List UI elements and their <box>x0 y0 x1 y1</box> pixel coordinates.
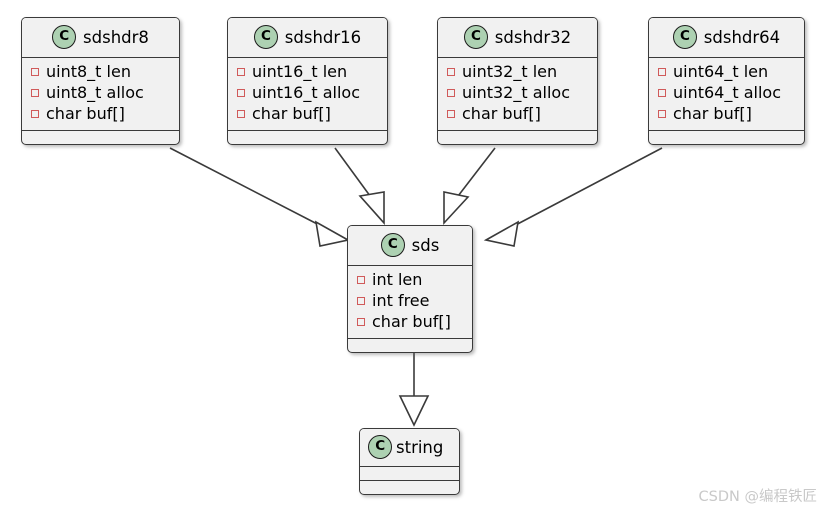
class-node-sdshdr8[interactable]: C sdshdr8 uint8_t len uint8_t alloc char… <box>21 17 180 145</box>
class-node-sdshdr32[interactable]: C sdshdr32 uint32_t len uint32_t alloc c… <box>437 17 598 145</box>
private-visibility-icon <box>357 297 365 306</box>
attributes-compartment: uint32_t len uint32_t alloc char buf[] <box>438 58 597 130</box>
private-visibility-icon <box>31 89 39 98</box>
class-node-sdshdr64[interactable]: C sdshdr64 uint64_t len uint64_t alloc c… <box>648 17 805 145</box>
class-header: C sdshdr8 <box>22 18 179 57</box>
private-visibility-icon <box>31 68 39 77</box>
class-node-sds[interactable]: C sds int len int free char buf[] <box>347 225 473 353</box>
compartment-divider <box>228 129 387 131</box>
edge-sdshdr64-to-sds <box>483 147 663 247</box>
attribute-row: uint64_t alloc <box>649 83 804 104</box>
compartment-divider <box>348 265 472 266</box>
private-visibility-icon <box>237 89 245 98</box>
attribute-row: char buf[] <box>649 104 804 125</box>
methods-compartment <box>438 131 597 144</box>
class-header: C sdshdr16 <box>228 18 387 57</box>
edge-sdshdr32-to-sds <box>443 147 496 226</box>
private-visibility-icon <box>31 110 39 119</box>
methods-compartment <box>22 131 179 144</box>
compartment-divider <box>22 57 179 58</box>
class-node-string[interactable]: C string <box>359 428 460 495</box>
attribute-label: uint8_t alloc <box>46 82 144 102</box>
attribute-row: int len <box>348 270 472 291</box>
private-visibility-icon <box>658 110 666 119</box>
class-name-label: sds <box>411 235 440 255</box>
attribute-row: char buf[] <box>438 104 597 125</box>
attribute-label: char buf[] <box>252 103 331 123</box>
private-visibility-icon <box>237 110 245 119</box>
attribute-label: uint64_t len <box>673 62 769 81</box>
attribute-label: char buf[] <box>46 103 125 123</box>
attribute-row: uint16_t len <box>228 62 387 83</box>
attribute-row: int free <box>348 291 472 312</box>
class-header: C sds <box>348 226 472 265</box>
attribute-row: uint64_t len <box>649 62 804 83</box>
attributes-compartment: uint16_t len uint16_t alloc char buf[] <box>228 58 387 130</box>
class-name-label: sdshdr64 <box>703 27 781 47</box>
class-header: C string <box>360 429 459 466</box>
attribute-label: uint64_t alloc <box>673 82 781 102</box>
attribute-row: uint8_t len <box>22 62 179 83</box>
class-stereotype-icon: C <box>253 25 278 49</box>
methods-compartment <box>360 481 459 494</box>
attribute-label: int free <box>372 290 430 310</box>
attribute-label: uint8_t len <box>46 62 131 81</box>
attributes-compartment: int len int free char buf[] <box>348 266 472 338</box>
class-name-label: sdshdr8 <box>83 27 149 47</box>
class-stereotype-icon: C <box>368 435 392 459</box>
attributes-compartment <box>360 467 459 480</box>
attribute-label: char buf[] <box>673 103 752 123</box>
private-visibility-icon <box>237 68 245 77</box>
compartment-divider <box>228 57 387 58</box>
private-visibility-icon <box>357 276 365 285</box>
class-stereotype-icon: C <box>672 25 697 49</box>
class-name-label: string <box>396 437 444 457</box>
class-stereotype-icon: C <box>380 233 405 257</box>
attribute-label: uint32_t len <box>462 62 558 81</box>
attribute-label: uint16_t len <box>252 62 348 81</box>
attribute-label: int len <box>372 270 423 289</box>
class-header: C sdshdr32 <box>438 18 597 57</box>
attribute-row: uint32_t len <box>438 62 597 83</box>
methods-compartment <box>649 131 804 144</box>
methods-compartment <box>348 339 472 352</box>
compartment-divider <box>649 129 804 131</box>
attribute-label: char buf[] <box>462 103 541 123</box>
attribute-label: uint32_t alloc <box>462 82 570 102</box>
class-name-label: sdshdr16 <box>284 27 362 47</box>
edge-sdshdr8-to-sds <box>169 147 351 247</box>
attribute-label: char buf[] <box>372 311 451 331</box>
attributes-compartment: uint64_t len uint64_t alloc char buf[] <box>649 58 804 130</box>
private-visibility-icon <box>447 68 455 77</box>
edge-sds-to-string <box>398 348 430 427</box>
private-visibility-icon <box>658 68 666 77</box>
private-visibility-icon <box>357 318 365 327</box>
compartment-divider <box>438 129 597 131</box>
compartment-divider <box>348 337 472 339</box>
attributes-compartment: uint8_t len uint8_t alloc char buf[] <box>22 58 179 130</box>
watermark-label: CSDN @编程铁匠 <box>698 489 817 505</box>
attribute-row: char buf[] <box>22 104 179 125</box>
attribute-label: uint16_t alloc <box>252 82 360 102</box>
compartment-divider <box>22 129 179 131</box>
class-stereotype-icon: C <box>463 25 488 49</box>
compartment-divider <box>438 57 597 58</box>
edge-sdshdr16-to-sds <box>334 147 385 226</box>
compartment-divider <box>360 480 459 481</box>
class-stereotype-icon: C <box>52 25 77 49</box>
class-node-sdshdr16[interactable]: C sdshdr16 uint16_t len uint16_t alloc c… <box>227 17 388 145</box>
class-header: C sdshdr64 <box>649 18 804 57</box>
attribute-row: char buf[] <box>348 312 472 333</box>
methods-compartment <box>228 131 387 144</box>
attribute-row: uint16_t alloc <box>228 83 387 104</box>
attribute-row: uint32_t alloc <box>438 83 597 104</box>
class-name-label: sdshdr32 <box>494 27 572 47</box>
private-visibility-icon <box>447 89 455 98</box>
compartment-divider <box>360 466 459 467</box>
attribute-row: uint8_t alloc <box>22 83 179 104</box>
private-visibility-icon <box>447 110 455 119</box>
compartment-divider <box>649 57 804 58</box>
attribute-row: char buf[] <box>228 104 387 125</box>
private-visibility-icon <box>658 89 666 98</box>
